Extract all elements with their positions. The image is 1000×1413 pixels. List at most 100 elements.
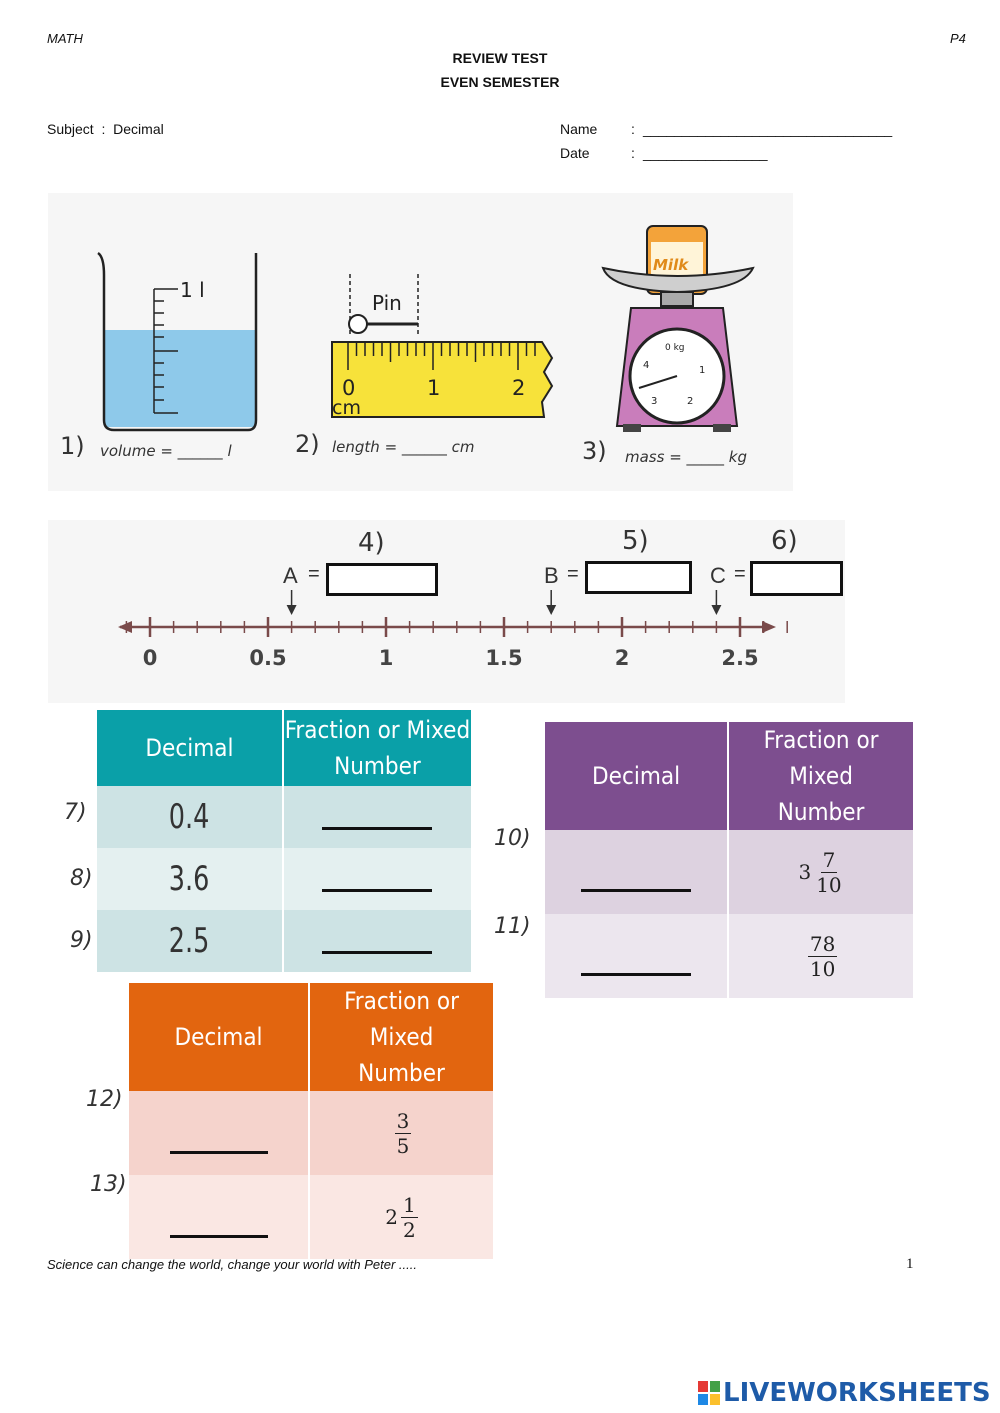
orange-header-fraction-line2: Number [358,1059,445,1087]
q6-number: 6) [771,526,798,556]
purple-header-decimal: Decimal [545,722,729,830]
q12-number: 12) [86,1087,123,1112]
q8-number: 8) [70,866,93,891]
point-c-label: C [710,563,726,588]
q13-number: 13) [90,1172,127,1197]
subject-value: Decimal [113,121,164,137]
dial-number-4: 4 [643,360,649,371]
milk-can-label: Milk [653,256,689,274]
decimal-value-7: 0.4 [169,797,210,837]
answer-blank-10[interactable] [581,888,692,892]
answer-blank-9[interactable] [322,950,433,954]
answer-blank-12[interactable] [169,1150,268,1154]
name-label: Name [560,121,598,137]
number-line-label: 1.5 [485,646,522,670]
ruler-label-0: 0 [342,376,355,400]
orange-header-fraction-line1: Fraction or Mixed [344,987,459,1051]
denominator-12: 5 [396,1133,410,1158]
answer-blank-7[interactable] [322,826,433,830]
beaker-capacity-label: 1 l [180,278,205,302]
q2-number: 2) [295,430,320,458]
footer-slogan: Science can change the world, change you… [47,1257,417,1272]
number-line-label: 0 [143,646,158,670]
subject-row: Subject : Decimal [47,121,164,137]
answer-box-a[interactable] [326,563,438,596]
q1-volume-prompt[interactable]: volume = ______ l [100,442,232,460]
number-line-panel [48,520,845,703]
point-b-label: B [544,563,559,588]
answer-box-c[interactable] [750,561,843,596]
subject-separator: : [101,121,106,137]
dial-number-2: 2 [687,396,693,407]
whole-part-13: 2 [385,1205,399,1229]
scale-pan [601,266,755,294]
down-arrow-icon [546,605,557,615]
q3-number: 3) [582,437,607,465]
table-row: 2.5 [97,910,471,972]
subject-label: Subject [47,121,94,137]
date-field[interactable]: ________________ [643,145,768,161]
left-arrow-icon [118,621,132,633]
liveworksheets-icon [698,1381,720,1405]
decimal-value-8: 3.6 [169,859,210,899]
number-line-label: 1 [379,646,394,670]
dial-number-3: 3 [651,396,657,407]
pin-label: Pin [372,291,402,315]
point-b-equals: = [567,563,579,585]
q7-number: 7) [64,800,87,825]
pin-head [348,314,368,334]
table-row: 3.6 [97,848,471,910]
teal-header-fraction-line2: Number [334,752,421,780]
teal-conversion-table: Decimal Fraction or Mixed Number 0.4 3.6… [97,710,471,972]
numerator-13: 1 [401,1192,418,1218]
numerator-10: 7 [820,847,838,873]
point-a-equals: = [308,563,320,585]
page-title: REVIEW TEST [452,50,548,66]
decimal-value-9: 2.5 [169,921,210,961]
dial-number-1: 1 [699,365,705,376]
denominator-11: 10 [809,956,836,981]
scale-illustration: Milk 0 kg 1 2 3 4 [601,225,755,432]
beaker-outline [97,251,258,432]
page-subtitle: EVEN SEMESTER [440,74,560,90]
dial-unit: 0 kg [665,343,685,353]
beaker-scale [153,288,178,414]
brand-logo[interactable]: LIVEWORKSHEETS [697,1378,991,1408]
answer-box-b[interactable] [585,561,692,594]
name-separator: : [631,121,635,137]
subject-code: MATH [47,31,83,46]
denominator-10: 10 [816,872,842,897]
right-arrow-icon [762,621,776,633]
ruler-label-2: 2 [512,376,525,400]
teal-header-fraction: Fraction or Mixed Number [281,710,471,786]
teal-header-decimal: Decimal [97,710,283,786]
ruler-unit: cm [332,397,361,419]
date-label: Date [560,145,590,161]
name-field[interactable]: ________________________________ [643,121,893,137]
ruler-illustration: Pin 0 1 2 cm [331,274,554,419]
orange-header-fraction: Fraction or Mixed Number [308,983,493,1091]
whole-part-10: 3 [798,860,812,884]
q2-length-prompt[interactable]: length = ______ cm [332,438,475,456]
q3-mass-prompt[interactable]: mass = _____ kg [625,448,748,466]
water [105,330,255,427]
point-c-equals: = [734,563,746,585]
answer-blank-8[interactable] [322,888,433,892]
q11-number: 11) [494,914,531,939]
ruler-label-1: 1 [427,376,440,400]
number-line-ticks [125,617,788,637]
answer-blank-13[interactable] [169,1234,268,1238]
q10-number: 10) [494,826,531,851]
answer-blank-11[interactable] [581,972,692,976]
teal-header-fraction-line1: Fraction or Mixed [284,716,471,744]
beaker-illustration: 1 l [97,251,258,432]
denominator-13: 2 [403,1217,416,1242]
page-number: 1 [906,1256,914,1272]
